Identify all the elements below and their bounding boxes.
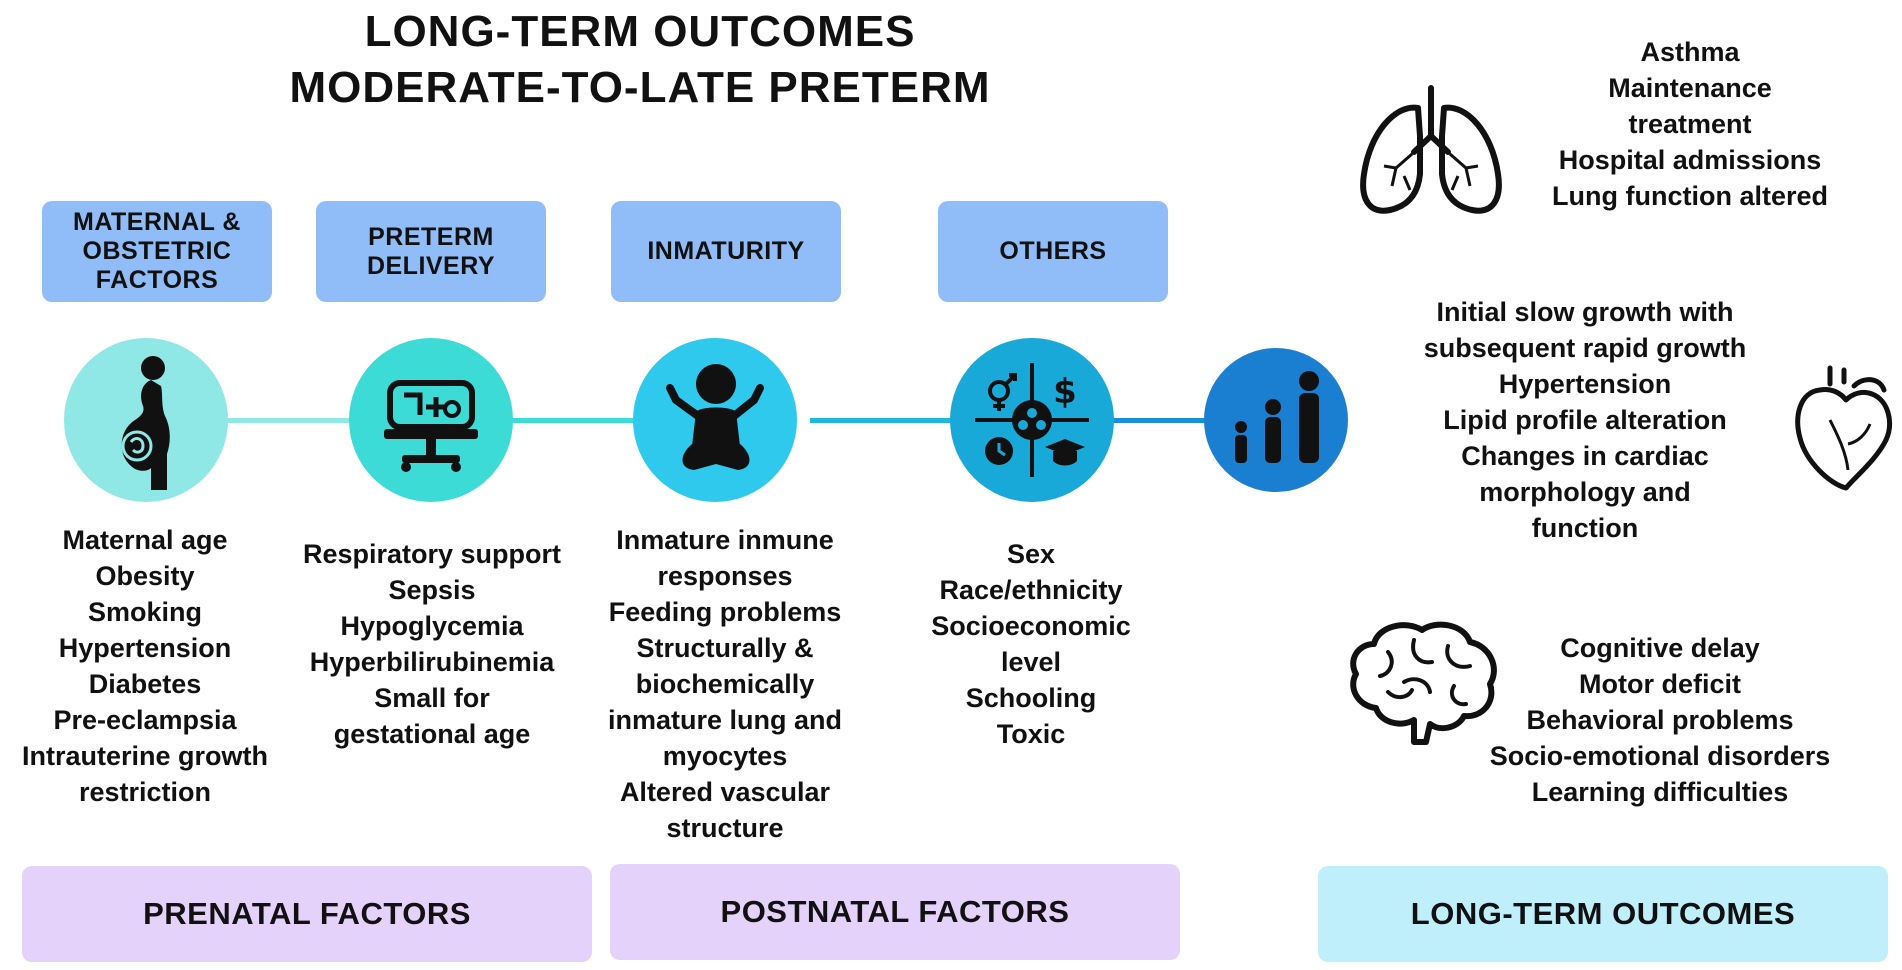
family-growth-icon (1204, 348, 1348, 492)
list-item: Lipid profile alteration (1443, 405, 1727, 435)
category-label: PRETERM DELIVERY (366, 222, 496, 280)
list-item: responses (657, 561, 793, 591)
list-item: Intrauterine growth (21, 741, 268, 771)
postnatal-factors-box: POSTNATAL FACTORS (610, 864, 1180, 960)
inmaturity-list: Inmature inmune responses Feeding proble… (580, 522, 870, 846)
connector-line (225, 418, 355, 423)
svg-text:$: $ (1053, 372, 1077, 412)
pregnant-woman-icon (64, 338, 228, 502)
category-label: MATERNAL & OBSTETRIC FACTORS (73, 208, 241, 294)
list-item: Diabetes (88, 669, 202, 699)
list-item: Socioeconomic (931, 611, 1131, 641)
list-item: level (1000, 647, 1062, 677)
category-box-preterm: PRETERM DELIVERY (316, 201, 546, 302)
list-item: Initial slow growth with (1436, 297, 1734, 327)
connector-line (810, 418, 960, 423)
list-item: Motor deficit (1579, 669, 1741, 699)
list-item: Hyperbilirubinemia (309, 647, 555, 677)
list-item: Cognitive delay (1560, 633, 1760, 663)
list-item: myocytes (662, 741, 788, 771)
phase-label: LONG-TERM OUTCOMES (1410, 896, 1796, 931)
lungs-icon (1356, 82, 1506, 222)
list-item: Toxic (996, 719, 1066, 749)
long-term-outcomes-box: LONG-TERM OUTCOMES (1318, 866, 1888, 962)
list-item: biochemically (635, 669, 815, 699)
diagram-title: LONG-TERM OUTCOMES MODERATE-TO-LATE PRET… (0, 4, 1280, 116)
brain-icon (1344, 616, 1504, 746)
preterm-delivery-list: Respiratory support Sepsis Hypoglycemia … (286, 536, 578, 752)
heart-icon (1790, 364, 1894, 494)
list-item: Inmature inmune (616, 525, 834, 555)
list-item: Socio-emotional disorders (1489, 741, 1831, 771)
list-item: Maintenance (1608, 73, 1772, 103)
category-label: OTHERS (999, 237, 1107, 265)
neurological-outcomes: Cognitive delay Motor deficit Behavioral… (1460, 630, 1860, 810)
category-box-maternal: MATERNAL & OBSTETRIC FACTORS (42, 201, 272, 302)
list-item: morphology and (1479, 477, 1691, 507)
category-label: INMATURITY (647, 237, 805, 265)
list-item: Maternal age (62, 525, 228, 555)
list-item: Schooling (965, 683, 1097, 713)
others-list: Sex Race/ethnicity Socioeconomic level S… (900, 536, 1162, 752)
list-item: function (1531, 513, 1639, 543)
list-item: Smoking (87, 597, 202, 627)
category-box-others: OTHERS (938, 201, 1168, 302)
list-item: Respiratory support (302, 539, 562, 569)
list-item: structure (666, 813, 784, 843)
list-item: Obesity (95, 561, 195, 591)
list-item: Pre-eclampsia (53, 705, 237, 735)
list-item: Asthma (1640, 37, 1740, 67)
maternal-factors-list: Maternal age Obesity Smoking Hypertensio… (0, 522, 290, 810)
list-item: Hypoglycemia (340, 611, 524, 641)
list-item: gestational age (333, 719, 531, 749)
list-item: treatment (1628, 109, 1752, 139)
incubator-icon (349, 338, 513, 502)
list-item: Behavioral problems (1526, 705, 1794, 735)
list-item: Sepsis (388, 575, 476, 605)
title-line-2: MODERATE-TO-LATE PRETERM (289, 63, 991, 112)
list-item: Small for (374, 683, 490, 713)
list-item: Learning difficulties (1531, 777, 1789, 807)
cardiovascular-outcomes: Initial slow growth with subsequent rapi… (1390, 294, 1780, 546)
list-item: inmature lung and (607, 705, 842, 735)
list-item: Altered vascular (619, 777, 831, 807)
list-item: restriction (78, 777, 212, 807)
list-item: Hypertension (1498, 369, 1672, 399)
category-box-inmaturity: INMATURITY (611, 201, 841, 302)
social-factors-icon: $ (950, 338, 1114, 502)
list-item: Hospital admissions (1558, 145, 1822, 175)
respiratory-outcomes: Asthma Maintenance treatment Hospital ad… (1520, 34, 1860, 214)
baby-icon (633, 338, 797, 502)
connector-line (1110, 418, 1206, 423)
prenatal-factors-box: PRENATAL FACTORS (22, 866, 592, 962)
phase-label: POSTNATAL FACTORS (720, 894, 1070, 929)
list-item: Feeding problems (608, 597, 842, 627)
list-item: subsequent rapid growth (1423, 333, 1747, 363)
list-item: Structurally & (636, 633, 814, 663)
list-item: Sex (1006, 539, 1056, 569)
phase-label: PRENATAL FACTORS (143, 896, 471, 931)
list-item: Race/ethnicity (939, 575, 1123, 605)
list-item: Changes in cardiac (1461, 441, 1709, 471)
list-item: Lung function altered (1552, 181, 1828, 211)
connector-line (510, 418, 638, 423)
title-line-1: LONG-TERM OUTCOMES (364, 7, 916, 56)
list-item: Hypertension (58, 633, 232, 663)
